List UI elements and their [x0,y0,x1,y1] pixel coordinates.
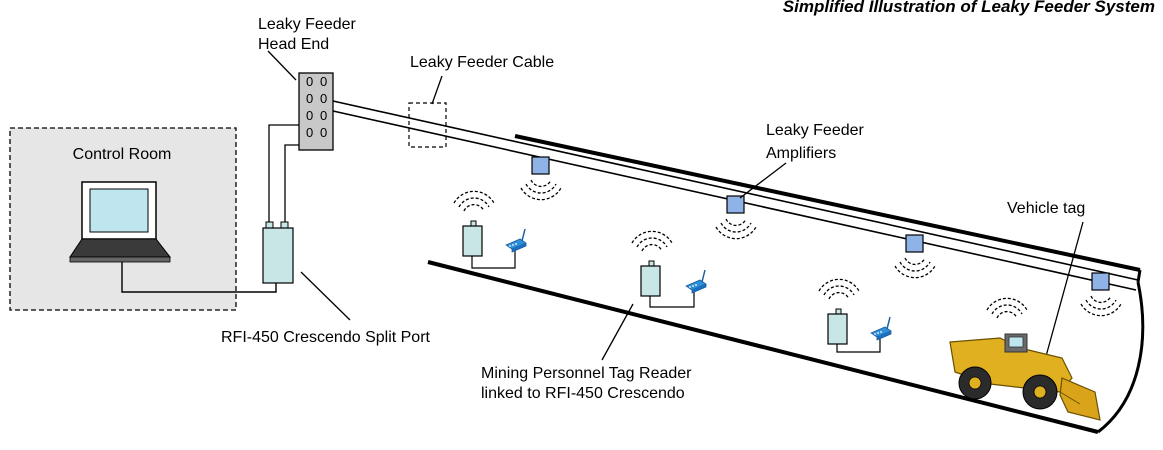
tunnel-floor [427,260,1099,434]
tag-reader-icon [631,230,707,308]
amplifier-icon [1080,272,1122,317]
amplifier-icon [520,156,562,201]
head-end-label-line1: Leaky Feeder [258,16,357,33]
amplifiers-pointer [739,162,787,199]
svg-text:0: 0 [306,91,313,106]
cable-highlight-box [408,102,447,148]
wifi-device-icon [870,316,892,341]
diagram-title: Simplified Illustration of Leaky Feeder … [783,0,1155,16]
amplifier-icon [715,195,757,240]
feeder-cable-top [332,100,1139,281]
control-room-label: Control Room [73,146,172,163]
reader-label-line1: Mining Personnel Tag Reader [481,365,692,382]
vehicle-tag-pointer [1039,221,1084,379]
signal-waves-icon [986,297,1028,319]
head-end-pointer [267,50,297,81]
split-port-pointer [300,271,351,321]
tag-reader-icon [453,190,527,269]
split-port-label: RFI-450 Crescendo Split Port [221,329,431,346]
tag-reader-icon [818,278,892,353]
svg-text:0: 0 [306,108,313,123]
svg-text:0: 0 [320,74,327,89]
tunnel-roof-end [1136,269,1142,283]
svg-text:0: 0 [320,91,327,106]
laptop-icon [69,181,172,263]
vehicle-tag-label: Vehicle tag [1007,200,1085,217]
cable-pointer [431,75,443,105]
split-port-wire-2 [284,144,299,222]
amplifiers-label-line2: Amplifiers [766,145,836,162]
laptop-cable [121,262,277,293]
cable-label: Leaky Feeder Cable [410,54,554,71]
tunnel-end-wall [1097,281,1145,434]
tunnel-roof [514,134,1141,272]
split-port-wire-1 [268,124,299,222]
wifi-device-icon [505,228,527,253]
svg-text:0: 0 [320,125,327,140]
amplifiers-label-line1: Leaky Feeder [766,122,865,139]
reader-pointer [601,303,634,361]
svg-text:0: 0 [320,108,327,123]
svg-text:0: 0 [306,125,313,140]
split-port-device [262,221,294,284]
head-end-label-line2: Head End [258,36,329,53]
reader-label-line2: linked to RFI-450 Crescendo [481,385,685,402]
amplifier-icon [894,234,936,279]
loader-vehicle-icon [949,333,1101,421]
wifi-device-icon [685,269,707,294]
svg-text:0: 0 [306,74,313,89]
